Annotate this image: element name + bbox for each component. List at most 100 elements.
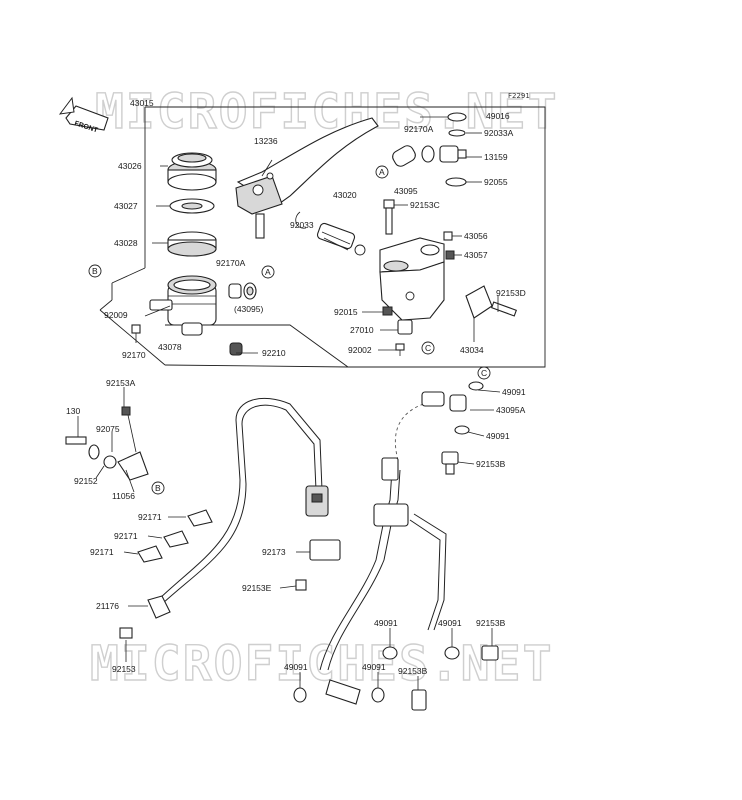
watermark-bottom: MICROFICHES.NET (90, 636, 553, 692)
label-92152: 92152 (74, 476, 98, 486)
reservoir-cap (167, 152, 217, 191)
switch-27010 (397, 319, 413, 335)
label-92015: 92015 (334, 307, 358, 317)
label-92153A: 92153A (106, 378, 136, 388)
label-49091-r2: 49091 (486, 431, 510, 441)
label-49091-b2: 49091 (362, 662, 386, 672)
brake-lever (235, 117, 379, 239)
label-92210: 92210 (262, 348, 286, 358)
label-43020: 43020 (333, 190, 357, 200)
label-43015: 43015 (130, 98, 154, 108)
label-130: 130 (66, 406, 80, 416)
label-43095: 43095 (394, 186, 418, 196)
callout-a-left-label: A (265, 267, 271, 277)
sensor-cable (157, 397, 323, 601)
label-92170: 92170 (122, 350, 146, 360)
watermark-top: MICROFICHES.NET (95, 84, 558, 140)
callout-b-lower (151, 481, 165, 495)
label-49091-r1: 49091 (502, 387, 526, 397)
diaphragm (167, 231, 217, 257)
label-49091-m2: 49091 (438, 618, 462, 628)
label-92153B-bottom: 92153B (398, 666, 428, 676)
label-43034: 43034 (460, 345, 484, 355)
callout-b-lower-label: B (155, 483, 161, 493)
diaphragm-plate-center (181, 202, 203, 210)
callout-a-right-label: A (379, 167, 385, 177)
label-92153: 92153 (112, 664, 136, 674)
callout-a-left (261, 265, 275, 279)
label-92033: 92033 (290, 220, 314, 230)
label-13236: 13236 (254, 136, 278, 146)
label-43026: 43026 (118, 161, 142, 171)
hose-clamp-right (421, 145, 435, 163)
label-43078: 43078 (158, 342, 182, 352)
ring-92033A (448, 129, 466, 137)
label-43056: 43056 (464, 231, 488, 241)
bleeder-cap (229, 342, 243, 356)
label-92002: 92002 (348, 345, 372, 355)
screw-92009 (131, 324, 141, 343)
label-49091-m1: 49091 (374, 618, 398, 628)
callout-b-upper (88, 264, 102, 278)
label-92153B-mid: 92153B (476, 618, 506, 628)
leader-lines-lower (77, 387, 501, 690)
brake-hose-assembly (309, 391, 467, 705)
label-92173: 92173 (262, 547, 286, 557)
label-92171-a: 92171 (138, 512, 162, 522)
leader-lines-upper (152, 116, 499, 354)
callout-b-upper-label: B (92, 266, 98, 276)
reservoir-body (144, 275, 217, 336)
callout-c-upper (421, 341, 435, 355)
label-43057: 43057 (464, 250, 488, 260)
callout-a-right (375, 165, 389, 179)
label-49091-b1: 49091 (284, 662, 308, 672)
reservoir-hose (392, 145, 416, 167)
cap-49016 (447, 112, 467, 122)
label-92075: 92075 (96, 424, 120, 434)
bleeder-43056 (443, 231, 453, 241)
label-13159: 13159 (484, 152, 508, 162)
label-92055: 92055 (484, 177, 508, 187)
callout-c-lower (477, 366, 491, 380)
diagram-code: F2291 (508, 92, 530, 100)
label-92171-b: 92171 (114, 531, 138, 541)
label-43027: 43027 (114, 201, 138, 211)
label-92033A: 92033A (484, 128, 514, 138)
washers-right (441, 381, 484, 475)
label-92153E: 92153E (242, 583, 272, 593)
label-43095-paren: (43095) (234, 304, 263, 314)
callout-c-lower-label: C (481, 368, 487, 378)
label-49016: 49016 (486, 111, 510, 121)
callout-c-upper-label: C (425, 343, 431, 353)
label-92170A-left: 92170A (216, 258, 246, 268)
screw-92002 (395, 343, 405, 356)
master-cylinder-piston (295, 211, 366, 256)
label-92009: 92009 (104, 310, 128, 320)
master-cylinder-body (379, 237, 493, 321)
label-43095A: 43095A (496, 405, 526, 415)
sensor-connector (305, 485, 329, 517)
bolt-92153C (383, 199, 395, 235)
label-27010: 27010 (350, 325, 374, 335)
label-11056: 11056 (112, 491, 135, 501)
hose-joint-bracket (65, 406, 149, 481)
cap-43057 (445, 250, 455, 260)
label-21176: 21176 (96, 601, 119, 611)
label-92170A-right: 92170A (404, 124, 434, 134)
label-92171-c: 92171 (90, 547, 114, 557)
bolt-92153D (490, 301, 518, 317)
abs-sensor (119, 595, 171, 639)
oring-92055 (445, 177, 467, 187)
hose-clips (137, 509, 213, 563)
label-43028: 43028 (114, 238, 138, 248)
banjo-fitting (439, 145, 467, 163)
label-92153B-right: 92153B (476, 459, 506, 469)
part-labels: 43015 43026 43027 43028 92009 92170 4307… (66, 98, 526, 676)
label-92153D: 92153D (496, 288, 526, 298)
label-92153C: 92153C (410, 200, 440, 210)
reservoir-hose-clamp (228, 282, 257, 300)
nut-92015 (382, 306, 393, 316)
assembly-frame (99, 106, 546, 368)
sensor-cable-outline (161, 404, 317, 605)
